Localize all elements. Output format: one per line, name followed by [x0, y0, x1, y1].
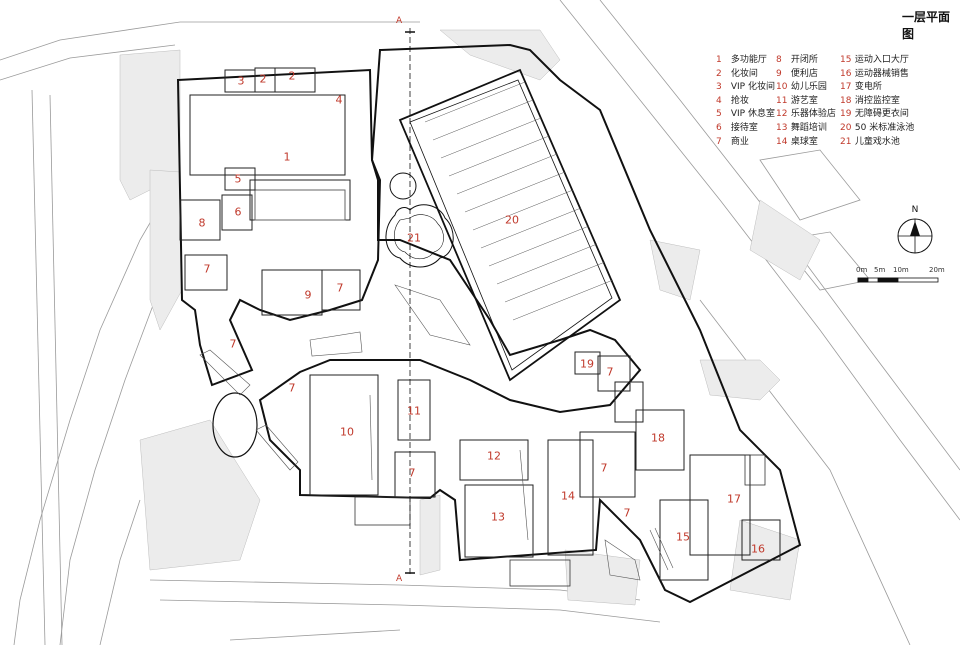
legend-item: 2 化妆间	[716, 68, 758, 79]
legend-item: 16 运动器械销售	[840, 68, 909, 79]
legend-item: 9 便利店	[776, 68, 818, 79]
room-label: 7	[229, 337, 237, 351]
room-label: 11	[407, 404, 421, 418]
scale-label: 0m	[856, 266, 868, 274]
room-label: 13	[491, 510, 505, 524]
legend-column-2: 8 开闭所 9 便利店 10 幼儿乐园 11 游艺室 12 乐器体验店 13 舞…	[776, 54, 836, 149]
north-arrow-icon	[897, 218, 933, 254]
legend-item: 11 游艺室	[776, 95, 818, 106]
north-label: N	[911, 205, 919, 215]
kids-pool	[385, 172, 454, 268]
legend-item: 20 50 米标准泳池	[840, 122, 915, 133]
atrium-ellipse	[212, 392, 258, 458]
room-label: 19	[580, 357, 594, 371]
room-label: 21	[407, 231, 421, 245]
room-label: 7	[408, 466, 416, 480]
scale-label: 10m	[893, 266, 909, 274]
room-label: 14	[561, 489, 575, 503]
landscape-hatch	[119, 29, 821, 606]
room-label: 7	[203, 262, 211, 276]
room-label: 2	[259, 72, 267, 86]
scale-label: 20m	[929, 266, 945, 274]
room-label: 6	[234, 205, 242, 219]
scale-bar-icon	[857, 277, 939, 283]
section-marker-bottom: A	[396, 574, 403, 584]
legend-item: 5 VIP 休息室	[716, 109, 775, 120]
legend-item: 12 乐器体验店	[776, 109, 836, 120]
room-label: 18	[651, 431, 665, 445]
legend-item: 21 儿童戏水池	[840, 136, 900, 147]
section-line	[405, 28, 415, 575]
legend-item: 13 舞蹈培训	[776, 122, 827, 133]
room-label: 9	[304, 288, 312, 302]
room-label: 3	[237, 74, 245, 88]
room-label: 12	[487, 449, 501, 463]
stairs	[199, 284, 674, 581]
legend-item: 17 变电所	[840, 82, 882, 93]
legend-item: 7 商业	[716, 136, 749, 147]
room-label: 15	[676, 530, 690, 544]
legend-item: 14 桌球室	[776, 136, 818, 147]
room-label: 7	[288, 381, 296, 395]
drawing-title: 一层平面图	[902, 10, 951, 41]
room-label: 2	[288, 69, 296, 83]
room-label: 4	[335, 93, 343, 107]
legend-item: 19 无障碍更衣间	[840, 109, 909, 120]
legend-item: 6 接待室	[716, 122, 758, 133]
legend-item: 15 运动入口大厅	[840, 55, 909, 65]
room-label: 10	[340, 425, 354, 439]
room-label: 7	[623, 506, 631, 520]
room-partitions	[179, 67, 781, 581]
scale-label: 5m	[874, 266, 886, 274]
legend-item: 3 VIP 化妆间	[716, 82, 775, 93]
room-label: 8	[198, 216, 206, 230]
swimming-pool	[398, 68, 622, 382]
entry-canopies	[354, 454, 766, 587]
room-label: 7	[606, 365, 614, 379]
legend-column-1: 1 多功能厅 2 化妆间 3 VIP 化妆间 4 抢妆 5 VIP 休息室 6 …	[716, 54, 775, 149]
section-marker-top: A	[396, 16, 403, 26]
room-label: 17	[727, 492, 741, 506]
room-label: 7	[336, 281, 344, 295]
room-label: 16	[751, 542, 765, 556]
building-walls	[176, 43, 802, 604]
room-label: 7	[600, 461, 608, 475]
room-label: 1	[283, 150, 291, 164]
legend-item: 4 抢妆	[716, 95, 749, 106]
legend-item: 8 开闭所	[776, 55, 818, 65]
legend-item: 1 多功能厅	[716, 55, 767, 65]
room-label: 5	[234, 172, 242, 186]
scale-bar: 0m 5m 10m 20m	[853, 266, 945, 296]
legend-item: 10 幼儿乐园	[776, 82, 827, 93]
room-label: 20	[505, 213, 519, 227]
legend-item: 18 消控监控室	[840, 95, 900, 106]
legend-column-3: 15 运动入口大厅 16 运动器械销售 17 变电所 18 消控监控室 19 无…	[840, 54, 914, 149]
